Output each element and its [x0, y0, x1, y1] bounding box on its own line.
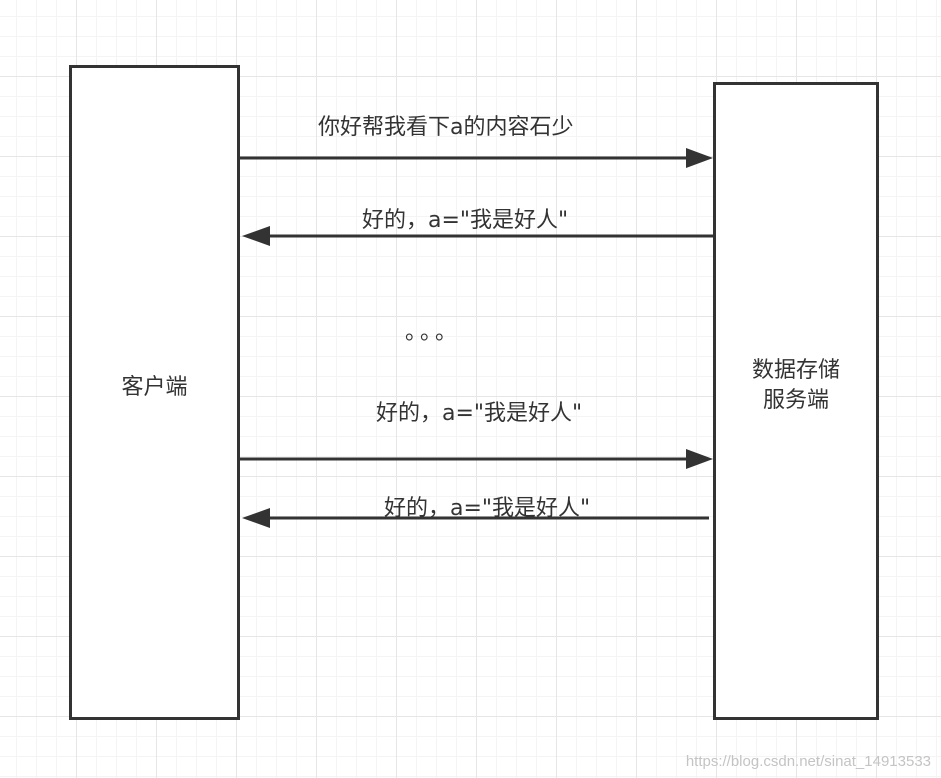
message-label-3: 好的，a="我是好人" [376, 401, 583, 426]
server-box: 数据存储 服务端 [713, 82, 879, 720]
server-label: 数据存储 服务端 [751, 358, 840, 413]
arrowhead-right-1 [686, 148, 713, 168]
arrowhead-right-2 [686, 449, 713, 469]
ellipsis-label: 。。。 [405, 320, 462, 345]
arrowhead-left-2 [242, 508, 270, 528]
client-label: 客户端 [121, 374, 188, 400]
message-label-1: 你好帮我看下a的内容石少 [318, 115, 574, 140]
message-label-4: 好的，a="我是好人" [384, 496, 591, 521]
client-box: 客户端 [69, 65, 240, 720]
message-label-2: 好的，a="我是好人" [362, 208, 569, 233]
arrowhead-left-1 [242, 226, 270, 246]
watermark-url: https://blog.csdn.net/sinat_14913533 [685, 753, 931, 770]
